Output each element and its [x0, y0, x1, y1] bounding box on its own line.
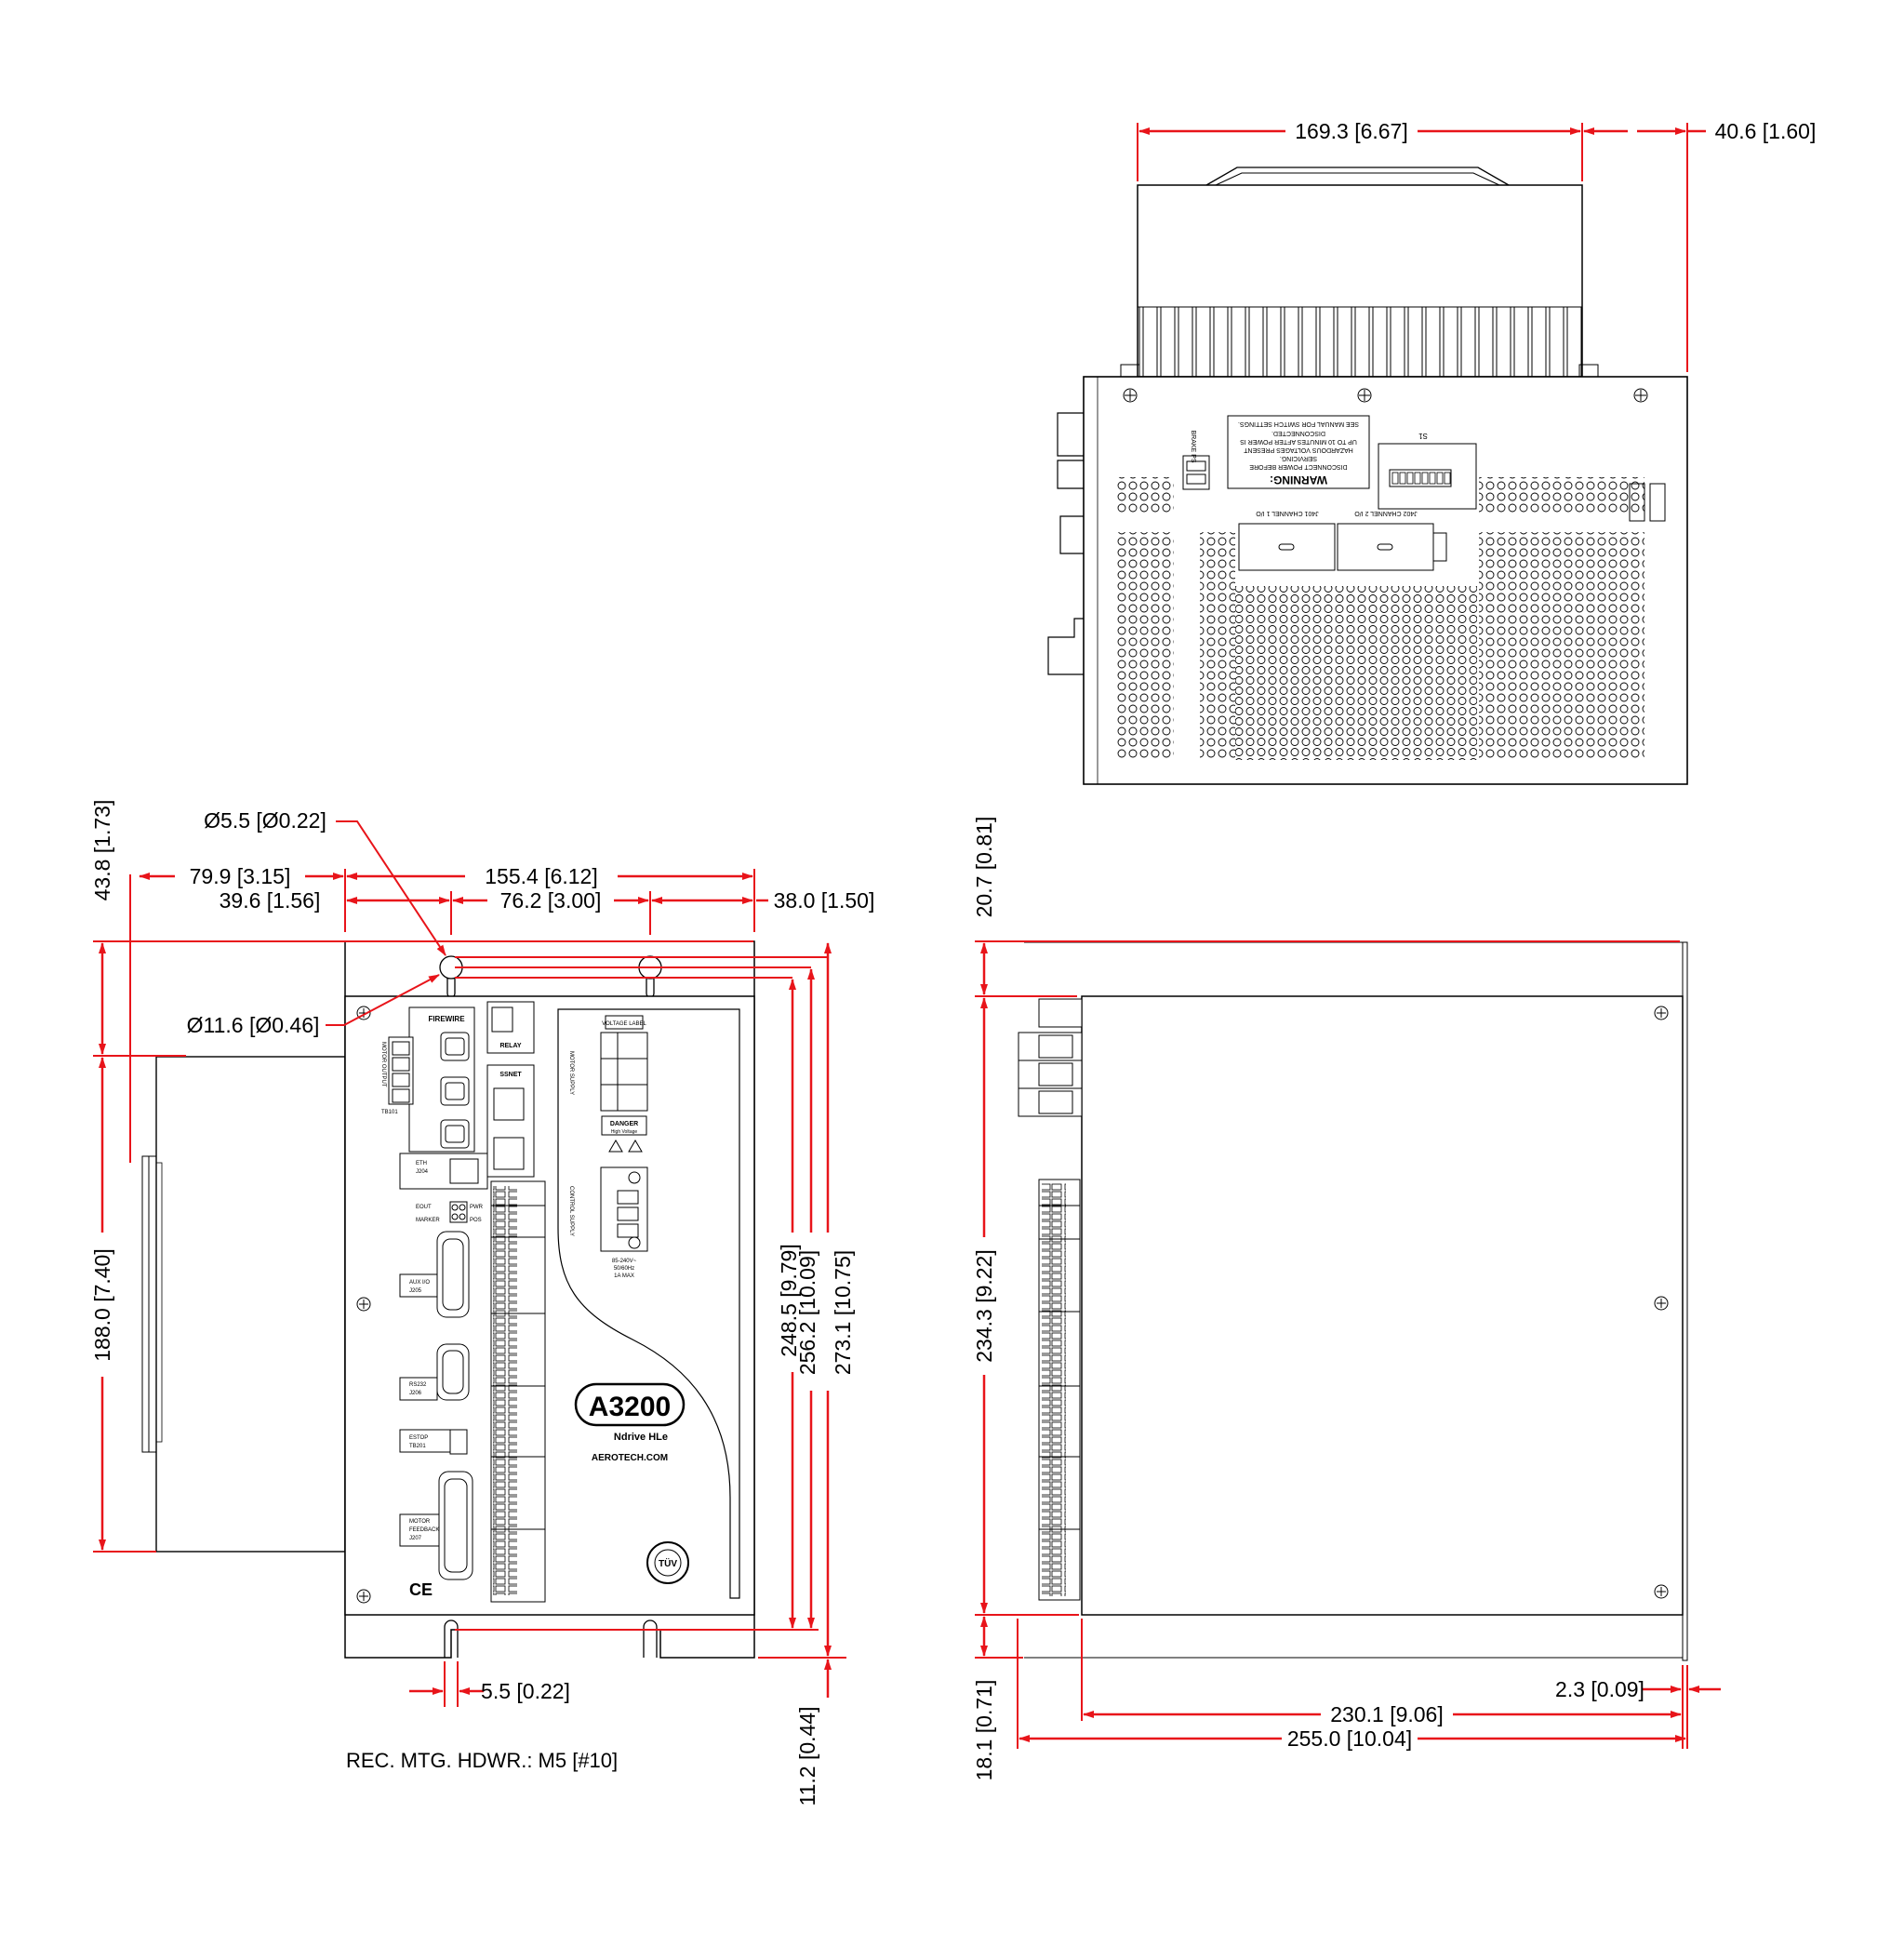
product-name: Ndrive HLe — [614, 1432, 668, 1443]
label-j206: J206 — [409, 1391, 422, 1396]
warning-line: SERVICING. — [1280, 455, 1317, 461]
label-danger: DANGER — [610, 1121, 638, 1127]
dim-front-h1: 248.5 [9.79] — [777, 1244, 801, 1357]
dim-front-h-top: 43.8 [1.73] — [90, 800, 114, 901]
dim-front-holes: 76.2 [3.00] — [500, 888, 602, 913]
warning-line: HAZARDOUS VOLTAGES PRESENT — [1243, 447, 1352, 453]
label-voltage: VOLTAGE LABEL — [602, 1021, 646, 1027]
dim-side-total: 255.0 [10.04] — [1287, 1726, 1412, 1751]
dim-side-flange: 2.3 [0.09] — [1555, 1677, 1644, 1701]
warning-title: WARNING: — [1270, 473, 1327, 486]
label-pwr: PWR — [470, 1205, 484, 1210]
front-view: FIREWIRE MOTOR OUTPUT TB101 RELAY SSNET … — [90, 800, 874, 1806]
top-view: WARNING: DISCONNECT POWER BEFORE SERVICI… — [1047, 119, 1817, 785]
dim-top-width: 169.3 [6.67] — [1295, 119, 1408, 143]
dim-front-offset: 39.6 [1.56] — [220, 888, 321, 913]
label-eout: EOUT — [416, 1205, 432, 1210]
label-relay: RELAY — [499, 1043, 521, 1049]
dim-hole-large: Ø11.6 [Ø0.46] — [187, 1013, 320, 1037]
brand-site: AEROTECH.COM — [592, 1453, 668, 1463]
dim-front-h2: 256.2 [10.09] — [795, 1250, 819, 1375]
warning-line: DISCONNECTED. — [1272, 430, 1325, 436]
warning-line: DISCONNECT POWER BEFORE — [1249, 463, 1348, 470]
label-motor-output: MOTOR OUTPUT — [380, 1042, 386, 1087]
label-estop: ESTOP — [409, 1435, 428, 1441]
label-eth: ETH — [416, 1161, 427, 1166]
label-motor-supply: MOTOR SUPPLY — [568, 1051, 574, 1095]
dim-side-bottom: 18.1 [0.71] — [972, 1680, 996, 1781]
brand-logo: A3200 — [589, 1392, 671, 1422]
dim-side-top: 20.7 [0.81] — [972, 817, 996, 918]
dim-top-depth: 40.6 [1.60] — [1715, 119, 1817, 143]
label-motor-fb: MOTOR — [409, 1519, 431, 1525]
dim-hole-small: Ø5.5 [Ø0.22] — [204, 808, 326, 833]
label-ssnet: SSNET — [499, 1072, 522, 1078]
label-aux: AUX I/O — [409, 1280, 430, 1286]
warning-line: UP TO 10 MINUTES AFTER POWER IS — [1240, 438, 1357, 445]
ac-rating: 1A MAX — [614, 1273, 634, 1279]
dim-front-right: 38.0 [1.50] — [774, 888, 875, 913]
io-label-2: J402 CHANNEL 2 I/O — [1354, 510, 1418, 516]
ce-mark: CE — [409, 1580, 433, 1599]
label-motor-fb: FEEDBACK — [409, 1527, 439, 1533]
label-marker: MARKER — [416, 1218, 440, 1223]
dim-front-h-side: 188.0 [7.40] — [90, 1248, 114, 1362]
dim-slot: 5.5 [0.22] — [481, 1679, 570, 1703]
side-view: 20.7 [0.81] 234.3 [9.22] 18.1 [0.71] 230… — [972, 817, 1721, 1781]
label-tb101: TB101 — [381, 1110, 398, 1115]
label-motor-fb: J207 — [409, 1536, 422, 1541]
label-tb201: TB201 — [409, 1444, 426, 1449]
ac-rating: 85-240V~ — [612, 1259, 637, 1264]
mounting-hardware-note: REC. MTG. HDWR.: M5 [#10] — [346, 1749, 619, 1772]
dim-front-h3: 273.1 [10.75] — [831, 1250, 855, 1375]
label-control-supply: CONTROL SUPPLY — [568, 1186, 574, 1236]
dim-side-height: 234.3 [9.22] — [972, 1249, 996, 1363]
tuv-mark: TÜV — [659, 1557, 677, 1569]
warning-line: SEE MANUAL FOR SWITCH SETTINGS. — [1238, 420, 1359, 427]
label-firewire: FIREWIRE — [428, 1015, 465, 1023]
label-danger-sub: High Voltage — [611, 1129, 638, 1135]
ac-rating: 50/60Hz — [614, 1266, 634, 1272]
label-rs232: RS232 — [409, 1382, 427, 1388]
switch-label: S1 — [1418, 432, 1428, 440]
label-j204: J204 — [416, 1169, 429, 1175]
dim-front-total: 155.4 [6.12] — [485, 864, 598, 888]
dim-front-bottom: 11.2 [0.44] — [795, 1707, 819, 1806]
dim-front-left: 79.9 [3.15] — [190, 864, 291, 888]
dim-side-depth: 230.1 [9.06] — [1330, 1702, 1444, 1726]
io-label-1: J401 CHANNEL 1 I/O — [1256, 510, 1319, 516]
label-j205: J205 — [409, 1288, 422, 1294]
label-pos: POS — [470, 1218, 482, 1223]
brake-label: BRAKE PS — [1190, 430, 1196, 462]
